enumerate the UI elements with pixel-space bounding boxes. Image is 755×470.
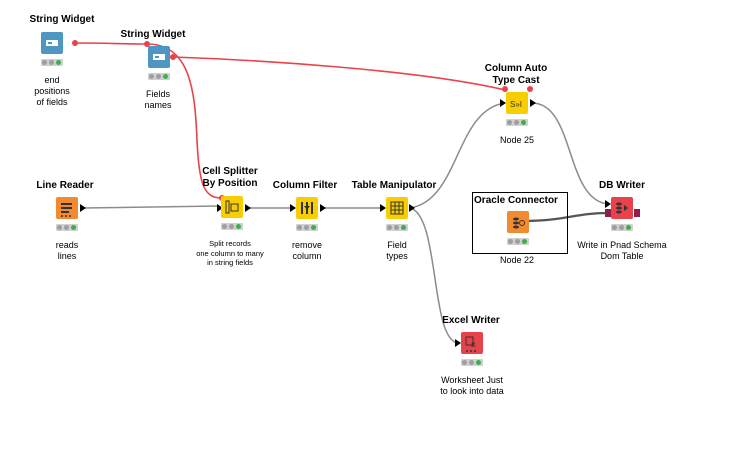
type-cast-icon-glyph: S»I — [510, 100, 522, 109]
out-port[interactable] — [245, 204, 251, 212]
out-port[interactable] — [320, 204, 326, 212]
split-column-icon[interactable] — [221, 196, 243, 218]
db-in-port[interactable] — [605, 209, 611, 217]
oracle-connector-selection-box — [472, 192, 568, 254]
flow-port[interactable] — [502, 86, 508, 92]
text-input-icon[interactable] — [148, 46, 170, 68]
in-port[interactable] — [500, 99, 506, 107]
type-cast-icon[interactable]: S»I — [506, 92, 528, 114]
node-title: String Widget — [29, 14, 95, 25]
node-label: Node 25 — [499, 135, 535, 145]
table-grid-icon-glyph — [390, 201, 404, 215]
svg-text:x: x — [471, 340, 476, 349]
node-status — [507, 238, 529, 245]
node-status — [148, 73, 170, 80]
out-port[interactable] — [80, 204, 86, 212]
node-status — [461, 359, 483, 366]
out-port[interactable] — [530, 99, 536, 107]
in-port[interactable] — [290, 204, 296, 212]
table-grid-icon[interactable] — [386, 197, 408, 219]
node-status — [221, 223, 243, 230]
filter-column-icon[interactable] — [296, 197, 318, 219]
text-input-icon-glyph — [46, 40, 58, 46]
split-column-icon-glyph — [225, 200, 239, 214]
node-status — [56, 224, 78, 231]
excel-icon-glyph: x — [465, 336, 476, 352]
node-title: Table Manipulator — [351, 180, 437, 191]
lines-icon[interactable] — [56, 197, 78, 219]
db-write-icon[interactable] — [611, 197, 633, 219]
db-out-port[interactable] — [634, 209, 640, 217]
data-connection-tablemanipulator-excelwriter[interactable] — [409, 207, 459, 344]
node-title: Excel Writer — [442, 315, 500, 326]
excel-icon[interactable]: x — [461, 332, 483, 354]
data-connection-linereader-cellsplitter[interactable] — [82, 205, 220, 209]
node-title: Column Filter — [272, 180, 338, 191]
filter-column-icon-glyph — [301, 202, 313, 214]
data-connection-autotypecast-dbwriter[interactable] — [531, 102, 609, 205]
flow-connection-sw2-cellsplitter[interactable] — [146, 43, 223, 199]
lines-icon-glyph — [61, 203, 72, 217]
node-status — [296, 224, 318, 231]
database-connector-icon[interactable] — [507, 211, 529, 233]
in-port[interactable] — [217, 204, 223, 212]
in-port[interactable] — [380, 204, 386, 212]
node-status — [386, 224, 408, 231]
node-title: Line Reader — [36, 180, 94, 191]
node-title: DB Writer — [599, 180, 645, 191]
node-title: Oracle Connector — [474, 195, 558, 206]
in-port[interactable] — [605, 200, 611, 208]
flow-port[interactable] — [72, 40, 78, 46]
flow-connection-sw1-sw2[interactable] — [74, 42, 148, 45]
node-status — [611, 224, 633, 231]
db-write-icon-glyph — [616, 202, 628, 214]
node-status — [506, 119, 528, 126]
database-connector-icon-glyph — [513, 217, 525, 229]
flow-port[interactable] — [170, 54, 176, 60]
text-input-icon[interactable] — [41, 32, 63, 54]
in-port[interactable] — [455, 339, 461, 347]
svg-text:S»I: S»I — [510, 100, 522, 109]
node-label: Node 22 — [499, 255, 535, 265]
node-title: String Widget — [120, 29, 186, 40]
flow-connection-sw2-autotypecast[interactable] — [172, 56, 506, 91]
db-connection-oracle-dbwriter[interactable] — [521, 211, 609, 223]
flow-port[interactable] — [527, 86, 533, 92]
text-input-icon-glyph — [153, 54, 165, 60]
node-status — [41, 59, 63, 66]
out-port[interactable] — [409, 204, 415, 212]
data-connection-tablemanipulator-autotypecast[interactable] — [409, 102, 506, 209]
flow-port[interactable] — [144, 41, 150, 47]
